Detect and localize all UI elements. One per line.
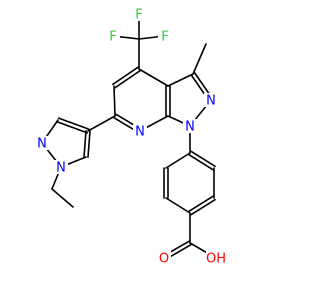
single-bond	[165, 152, 191, 169]
atom-label-background	[158, 29, 172, 43]
atom-label-pyrazole-n1: N	[185, 120, 195, 135]
atom-label-background	[106, 29, 120, 43]
double-bond	[83, 130, 87, 158]
single-bond	[51, 188, 74, 208]
single-bond	[138, 68, 169, 87]
bond-layer	[41, 13, 217, 261]
single-bond	[192, 43, 207, 75]
atom-label-background	[157, 251, 171, 265]
double-bond	[190, 198, 216, 216]
atom-label-background	[54, 160, 68, 174]
atom-label-background	[206, 251, 226, 265]
single-bond	[165, 197, 191, 214]
single-bond	[87, 115, 116, 132]
atom-label-acid-oxygen: O	[159, 252, 169, 267]
double-bond	[87, 130, 91, 158]
atom-label-f-top: F	[135, 8, 142, 23]
atom-label-f-left: F	[109, 30, 116, 45]
double-bond	[188, 153, 214, 171]
double-bond	[114, 69, 141, 89]
double-bond	[112, 66, 139, 86]
atom-label-f-right: F	[161, 30, 168, 45]
atom-label-acid-hydroxyl: OH	[206, 252, 226, 267]
double-bond	[56, 121, 89, 134]
atom-label-ethylpyrazole-n1: N	[56, 161, 66, 176]
atom-label-ethylpyrazole-n2: N	[37, 137, 47, 152]
atom-label-background	[204, 93, 218, 107]
double-bond	[188, 195, 214, 213]
atom-label-background	[183, 119, 197, 133]
atom-label-pyrazole-n2: N	[206, 94, 216, 109]
atom-label-pyridine-n: N	[135, 125, 145, 140]
atom-label-background	[35, 136, 49, 150]
double-bond	[190, 150, 216, 168]
atom-label-background	[132, 7, 146, 21]
single-bond	[167, 73, 194, 87]
double-bond	[57, 117, 90, 130]
single-bond	[113, 85, 116, 117]
atom-label-background	[133, 124, 147, 138]
